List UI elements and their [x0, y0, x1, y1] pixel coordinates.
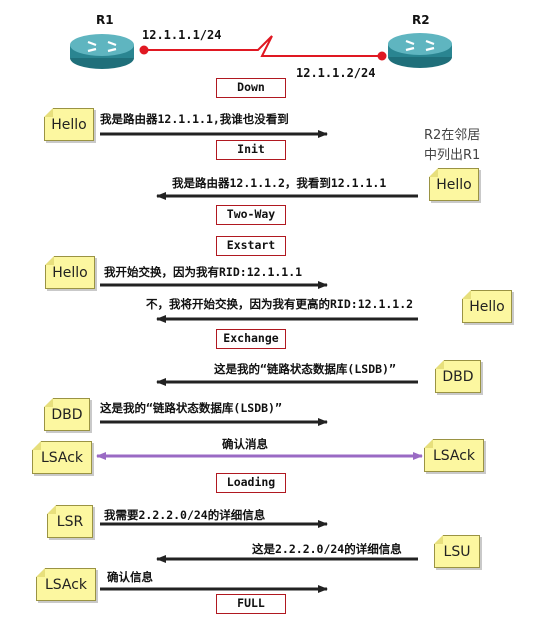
router-r1-ip: 12.1.1.1/24	[142, 28, 222, 42]
serial-link	[144, 35, 382, 57]
state-full: FULL	[216, 594, 286, 614]
router-r2-ip: 12.1.1.2/24	[296, 66, 376, 80]
state-init: Init	[216, 140, 286, 160]
msg-dbd-r2: 这是我的“链路状态数据库(LSDB)”	[214, 362, 396, 376]
msg-lsr: 我需要2.2.2.0/24的详细信息	[104, 508, 266, 522]
state-down: Down	[216, 78, 286, 98]
router-r2-name: R2	[412, 13, 430, 27]
msg-lsu: 这是2.2.2.0/24的详细信息	[252, 542, 402, 556]
packet-lsu: LSU	[434, 535, 480, 568]
router-r1-name: R1	[96, 13, 114, 27]
msg-exstart-r1: 我开始交换，因为我有RID:12.1.1.1	[104, 265, 303, 279]
r1-interface-dot	[139, 45, 149, 55]
msg-exstart-r2: 不，我将开始交换，因为我有更高的RID:12.1.1.2	[146, 297, 414, 311]
msg-hello-r2: 我是路由器12.1.1.2，我看到12.1.1.1	[172, 176, 387, 190]
msg-hello-r1: 我是路由器12.1.1.1,我谁也没看到	[100, 112, 289, 126]
side-note: R2在邻居 中列出R1	[424, 126, 480, 166]
router-r2-icon	[388, 33, 452, 68]
packet-dbd-r1: DBD	[44, 398, 90, 431]
packet-lsr: LSR	[47, 505, 93, 538]
packet-dbd-r2: DBD	[435, 360, 481, 393]
msg-dbd-r1: 这是我的“链路状态数据库(LSDB)”	[100, 401, 282, 415]
packet-hello-exstart-r1: Hello	[45, 256, 95, 289]
msg-lsack-final: 确认信息	[107, 570, 153, 584]
packet-lsack-final: LSAck	[36, 568, 96, 601]
packet-lsack-r2: LSAck	[424, 439, 484, 472]
router-r1-icon	[70, 34, 134, 69]
state-loading: Loading	[216, 473, 286, 493]
state-two-way: Two-Way	[216, 205, 286, 225]
msg-lsack-both: 确认消息	[222, 437, 268, 451]
packet-lsack-r1: LSAck	[32, 441, 92, 474]
side-note-line-2: 中列出R1	[424, 148, 481, 163]
state-exstart: Exstart	[216, 236, 286, 256]
packet-hello-r1: Hello	[44, 108, 94, 141]
r2-interface-dot	[377, 51, 387, 61]
packet-hello-exstart-r2: Hello	[462, 290, 512, 323]
side-note-line-1: R2在邻居	[424, 128, 481, 143]
state-exchange: Exchange	[216, 329, 286, 349]
packet-hello-r2: Hello	[429, 168, 479, 201]
